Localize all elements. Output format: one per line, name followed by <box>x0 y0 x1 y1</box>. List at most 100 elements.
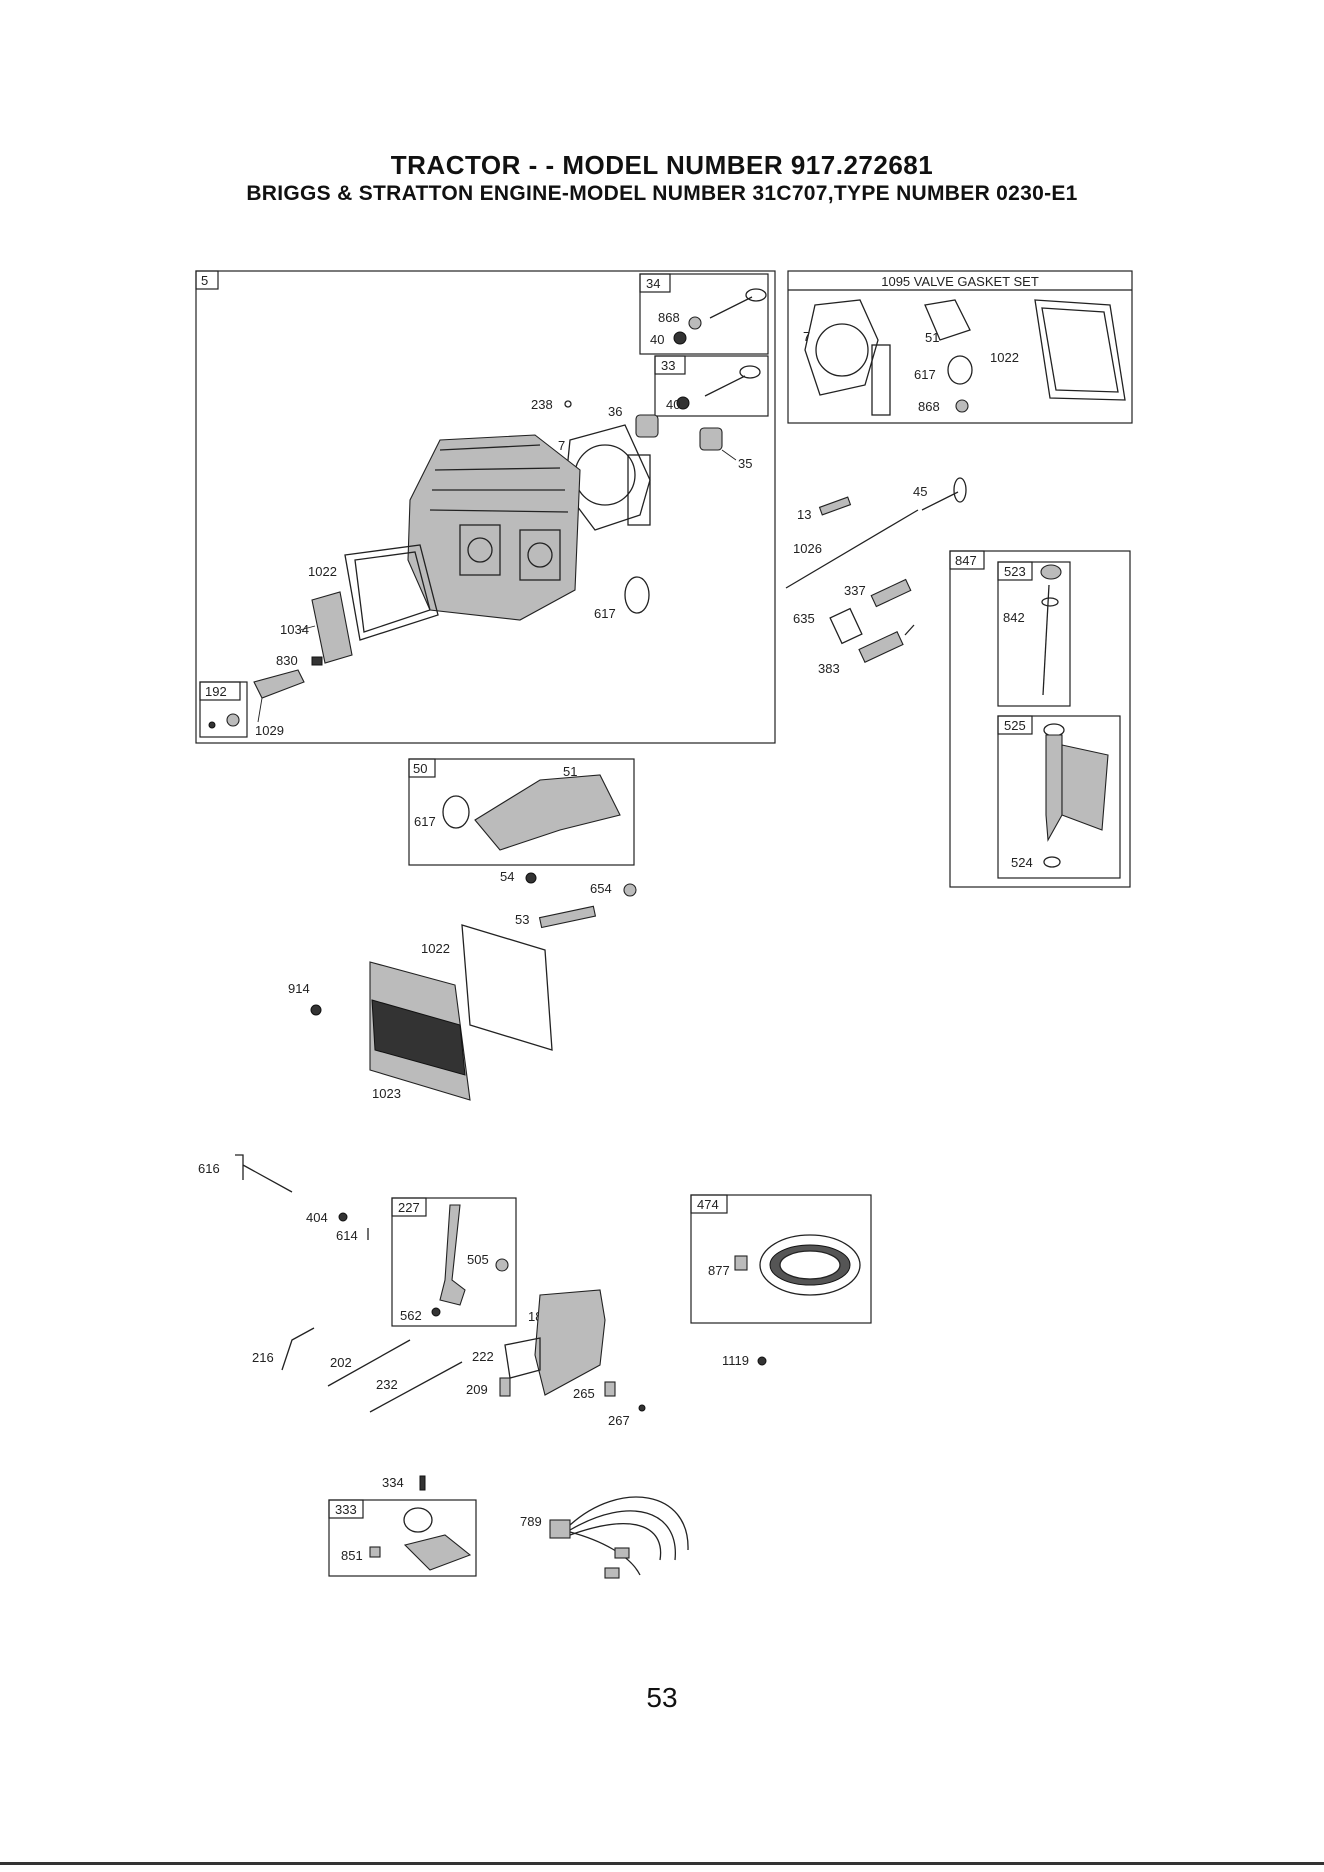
manifold-icon <box>474 774 621 851</box>
lower-left-parts: 616 404 614 227 505 562 188 216 202 222 … <box>198 1154 646 1428</box>
label-868: 868 <box>658 310 680 325</box>
stud-icon <box>538 905 597 929</box>
box-label-192: 192 <box>205 684 227 699</box>
label-267: 267 <box>608 1413 630 1428</box>
retainer-icon <box>673 331 687 345</box>
box-label-5: 5 <box>201 273 208 288</box>
label-524: 524 <box>1011 855 1033 870</box>
wire-harness-icon <box>549 1496 689 1579</box>
label-36: 36 <box>608 404 622 419</box>
label-35: 35 <box>738 456 752 471</box>
valve-spring-icon <box>635 414 659 438</box>
label-13: 13 <box>797 507 811 522</box>
ignition-parts: 13 45 1026 337 635 383 <box>785 477 967 676</box>
alternator-stator-icon <box>759 1234 861 1296</box>
label-383: 383 <box>818 661 840 676</box>
breather-plate-icon <box>311 591 353 664</box>
retainer-icon <box>676 396 690 410</box>
oil-fill-tube-icon <box>1043 723 1109 842</box>
valve-seal-icon <box>955 399 969 413</box>
gasket-icon <box>804 299 891 416</box>
control-bracket-icon <box>504 1289 606 1396</box>
push-rod-icon <box>785 509 919 589</box>
label-216: 216 <box>252 1350 274 1365</box>
screw-icon <box>638 1404 646 1412</box>
label-222: 222 <box>472 1349 494 1364</box>
label-7: 7 <box>803 329 810 344</box>
ignition-module-icon <box>858 624 915 663</box>
push-rod-icon <box>921 477 967 511</box>
fitting-icon <box>369 1546 381 1558</box>
box-valve-gasket-set: 1095 VALVE GASKET SET 7 51 617 1022 868 <box>787 270 1133 424</box>
box-label-525: 525 <box>1004 718 1026 733</box>
gasket-strip-icon <box>627 454 651 526</box>
box-intake-manifold: 50 617 51 <box>408 758 635 866</box>
label-202: 202 <box>330 1355 352 1370</box>
box-label-333: 333 <box>335 1502 357 1517</box>
manifold-gasket-icon <box>924 299 971 341</box>
screw-icon <box>525 872 537 884</box>
bottom-rule <box>0 1862 1324 1865</box>
label-1119: 1119 <box>722 1353 749 1368</box>
label-614: 614 <box>336 1228 358 1243</box>
box-cylinder-head: 5 34 868 40 33 40 238 36 7 35 <box>195 270 776 744</box>
label-654: 654 <box>590 881 612 896</box>
screw-icon <box>419 1475 426 1491</box>
screw-icon <box>310 1004 322 1016</box>
box-label-50: 50 <box>413 761 427 776</box>
spring-link-icon <box>281 1327 315 1371</box>
link-icon <box>369 1361 463 1413</box>
label-505: 505 <box>467 1252 489 1267</box>
clip-icon <box>604 1381 616 1397</box>
cylinder-head-icon <box>407 434 581 621</box>
connector-icon <box>734 1255 748 1271</box>
label-51: 51 <box>925 330 939 345</box>
rocker-gasket-icon <box>344 544 439 641</box>
label-238: 238 <box>531 397 553 412</box>
label-1029: 1029 <box>255 723 284 738</box>
label-265: 265 <box>573 1386 595 1401</box>
grommet-icon <box>208 721 216 729</box>
label-45: 45 <box>913 484 927 499</box>
box-label-847: 847 <box>955 553 977 568</box>
pin-icon <box>564 400 572 408</box>
label-617: 617 <box>594 606 616 621</box>
screw-icon <box>431 1307 441 1317</box>
box-label-33: 33 <box>661 358 675 373</box>
label-635: 635 <box>793 611 815 626</box>
valve-icon <box>709 288 767 319</box>
label-334: 334 <box>382 1475 404 1490</box>
o-ring-icon <box>624 576 650 614</box>
label-1023: 1023 <box>372 1086 401 1101</box>
link-icon <box>327 1339 411 1387</box>
o-ring-icon <box>947 355 973 385</box>
spark-plug-boot-icon <box>829 607 863 645</box>
shaft-icon <box>235 1154 293 1193</box>
o-ring-icon <box>1043 856 1061 868</box>
label-914: 914 <box>288 981 310 996</box>
label-868: 868 <box>918 399 940 414</box>
label-851: 851 <box>341 1548 363 1563</box>
nut-icon <box>495 1258 509 1272</box>
label-54: 54 <box>500 869 514 884</box>
box-alternator: 474 877 <box>690 1194 872 1324</box>
label-232: 232 <box>376 1377 398 1392</box>
label-7: 7 <box>558 438 565 453</box>
valve-icon <box>704 365 761 397</box>
page-subtitle: BRIGGS & STRATTON ENGINE-MODEL NUMBER 31… <box>246 182 1078 205</box>
label-209: 209 <box>466 1382 488 1397</box>
page-number: 53 <box>646 1682 678 1713</box>
washer-icon <box>338 1212 348 1222</box>
valve-spring-icon <box>699 427 723 451</box>
label-53: 53 <box>515 912 529 927</box>
spring-icon <box>499 1377 511 1397</box>
o-ring-icon <box>442 795 470 829</box>
label-842: 842 <box>1003 610 1025 625</box>
valve-seal-icon <box>688 316 702 330</box>
label-789: 789 <box>520 1514 542 1529</box>
screw-icon <box>757 1356 767 1366</box>
box-label-227: 227 <box>398 1200 420 1215</box>
label-616: 616 <box>198 1161 220 1176</box>
dipstick-icon <box>1040 564 1062 696</box>
